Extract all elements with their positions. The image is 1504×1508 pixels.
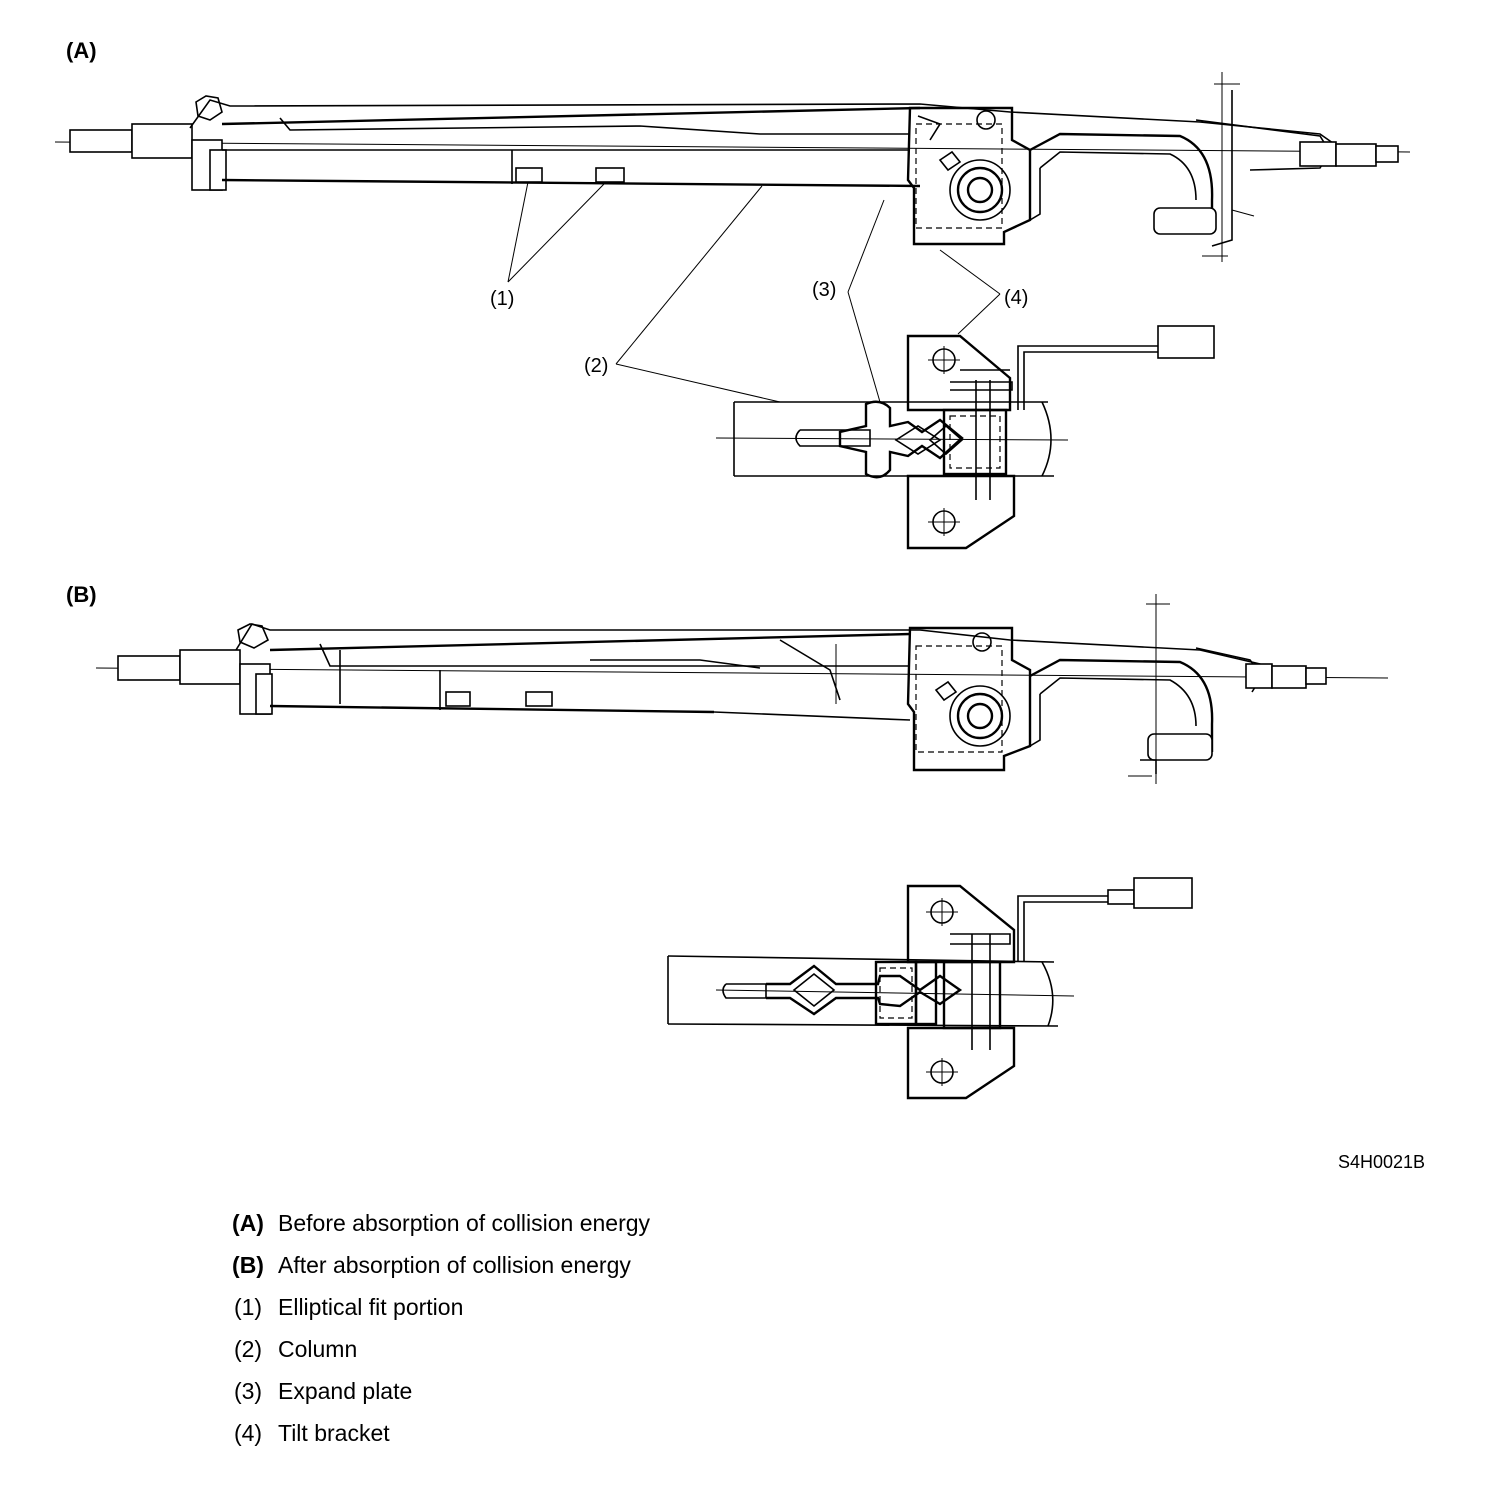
figure-code: S4H0021B xyxy=(1338,1152,1425,1172)
legend-key: (1) xyxy=(233,1294,263,1320)
legend-row: (3) Expand plate xyxy=(218,1378,650,1420)
legend-row: (2) Column xyxy=(218,1336,650,1378)
callout-1: (1) xyxy=(490,288,514,310)
legend-row: (4) Tilt bracket xyxy=(218,1420,650,1462)
callout-lines-a xyxy=(507,181,1001,403)
callout-3: (3) xyxy=(812,279,836,301)
legend-text: Expand plate xyxy=(278,1378,413,1404)
steering-column-after xyxy=(95,594,1389,784)
callout-4: (4) xyxy=(1004,287,1028,309)
legend-key: (3) xyxy=(233,1378,263,1404)
legend-row: (A) Before absorption of collision energ… xyxy=(218,1210,650,1252)
tilt-bracket-detail-after xyxy=(667,877,1193,1100)
legend-key: (4) xyxy=(233,1420,263,1446)
legend: (A) Before absorption of collision energ… xyxy=(218,1210,650,1462)
legend-text: Elliptical fit portion xyxy=(278,1294,464,1320)
tilt-bracket-detail-before xyxy=(715,325,1215,550)
legend-row: (B) After absorption of collision energy xyxy=(218,1252,650,1294)
legend-key: (A) xyxy=(232,1210,264,1236)
legend-row: (1) Elliptical fit portion xyxy=(218,1294,650,1336)
legend-text: Tilt bracket xyxy=(278,1420,390,1446)
legend-text: After absorption of collision energy xyxy=(278,1252,631,1278)
steering-column-before xyxy=(54,72,1411,262)
section-label-a: (A) xyxy=(66,38,97,63)
legend-key: (B) xyxy=(232,1252,264,1278)
legend-text: Before absorption of collision energy xyxy=(278,1210,651,1236)
callout-2: (2) xyxy=(584,355,608,377)
section-label-b: (B) xyxy=(66,582,97,607)
legend-text: Column xyxy=(278,1336,358,1362)
legend-key: (2) xyxy=(233,1336,263,1362)
